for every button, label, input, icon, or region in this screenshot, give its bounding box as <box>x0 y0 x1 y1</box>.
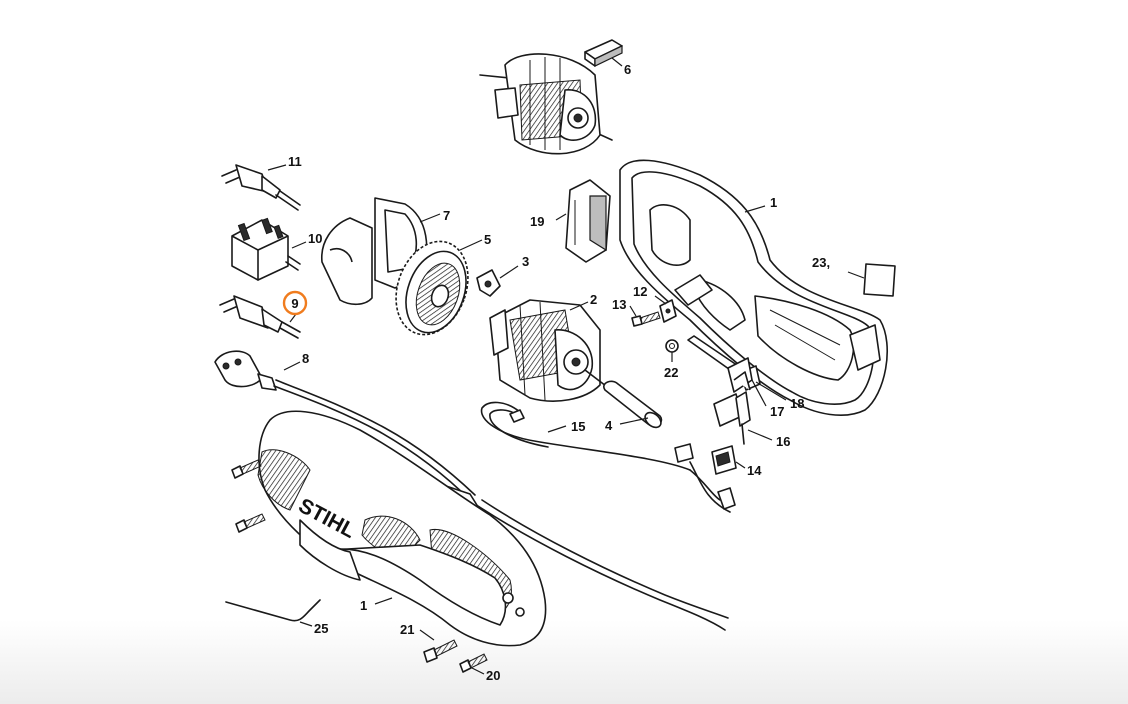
callout-3[interactable]: 3 <box>522 254 529 269</box>
callout-9[interactable]: 9 <box>291 296 298 311</box>
part-14-switch[interactable] <box>711 445 737 475</box>
callout-12[interactable]: 12 <box>633 284 647 299</box>
callout-22[interactable]: 22 <box>664 365 678 380</box>
callout-7[interactable]: 7 <box>443 208 450 223</box>
part-11-plug[interactable] <box>221 164 301 211</box>
part-19-cover[interactable] <box>565 179 611 263</box>
part-21-screw[interactable] <box>423 639 458 663</box>
callout-9-highlighted[interactable]: 9 <box>282 290 308 316</box>
callout-11[interactable]: 11 <box>288 154 302 169</box>
part-2-motor[interactable] <box>489 299 607 402</box>
floor-shade <box>0 620 1128 704</box>
callout-16[interactable]: 16 <box>776 434 790 449</box>
part-15-wiring[interactable] <box>480 401 736 513</box>
part-13-screw[interactable] <box>631 311 661 327</box>
part-10-uk-plug[interactable] <box>231 217 301 281</box>
part-20-screw[interactable] <box>459 653 488 673</box>
callout-2[interactable]: 2 <box>590 292 597 307</box>
part-8-cable[interactable] <box>214 350 729 631</box>
part-4-shaft[interactable] <box>603 380 664 430</box>
motor-assembly-top[interactable] <box>479 53 613 155</box>
part-12-clamp[interactable] <box>659 299 677 323</box>
part-5-fan[interactable] <box>384 231 481 344</box>
part-7-shroud[interactable] <box>321 197 428 306</box>
part-23-label[interactable] <box>863 263 896 297</box>
callout-labels: 6 1 2 3 4 5 7 8 11 10 12 13 14 15 16 17 … <box>282 62 830 683</box>
callout-1-bottom[interactable]: 1 <box>360 598 367 613</box>
callout-5[interactable]: 5 <box>484 232 491 247</box>
callout-8[interactable]: 8 <box>302 351 309 366</box>
part-16-switch[interactable] <box>713 391 751 445</box>
callout-14[interactable]: 14 <box>747 463 762 478</box>
callout-15[interactable]: 15 <box>571 419 585 434</box>
housing-screw-lower[interactable] <box>235 513 266 533</box>
callout-17[interactable]: 17 <box>770 404 784 419</box>
callout-10[interactable]: 10 <box>308 231 322 246</box>
callout-18[interactable]: 18 <box>790 396 804 411</box>
highlight-ring <box>282 290 308 316</box>
part-6-brush[interactable] <box>584 39 623 67</box>
callout-13[interactable]: 13 <box>612 297 626 312</box>
callout-19[interactable]: 19 <box>530 214 544 229</box>
part-1-housing-left[interactable]: STIHL <box>257 410 547 647</box>
part-3-plate[interactable] <box>476 269 501 297</box>
housing-screw-upper[interactable] <box>231 459 262 479</box>
part-25-hex-key[interactable] <box>225 599 321 622</box>
callout-23[interactable]: 23, <box>812 255 830 270</box>
callout-6[interactable]: 6 <box>624 62 631 77</box>
part-22-nut[interactable] <box>665 339 679 353</box>
part-9-plug[interactable] <box>219 295 301 339</box>
callout-21[interactable]: 21 <box>400 622 414 637</box>
leader-lines <box>267 57 865 675</box>
callout-4[interactable]: 4 <box>605 418 613 433</box>
part-1-housing-right[interactable] <box>619 159 888 416</box>
callout-20[interactable]: 20 <box>486 668 500 683</box>
callout-1-top[interactable]: 1 <box>770 195 777 210</box>
callout-25[interactable]: 25 <box>314 621 328 636</box>
